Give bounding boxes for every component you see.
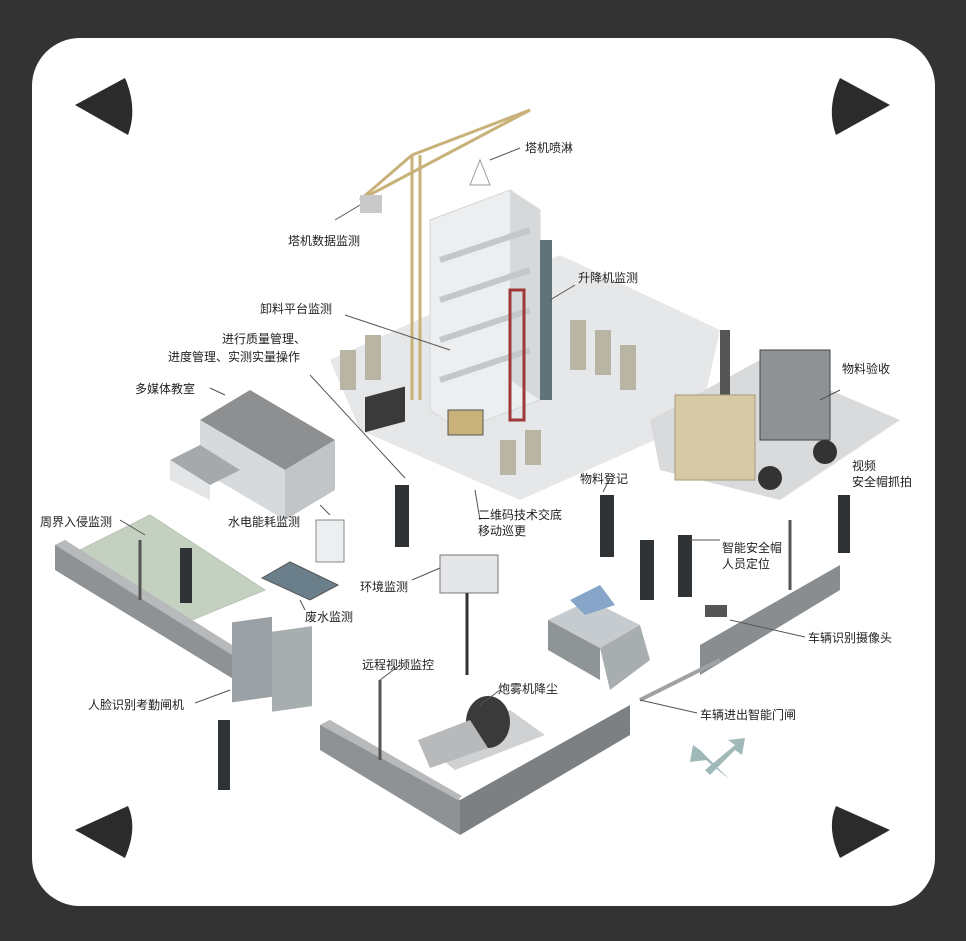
leader-lines: [119, 147, 841, 714]
wastewater-pool: [260, 561, 340, 601]
label-vehicle-camera: 车辆识别摄像头: [808, 631, 893, 645]
elevator-rail: [540, 240, 552, 400]
corner-mark-top-right: [831, 78, 890, 135]
label-material-accept: 物料验收: [842, 362, 891, 376]
site-columns: [340, 320, 636, 475]
workers: [180, 485, 850, 790]
label-helmet-line1: 智能安全帽: [722, 541, 783, 555]
label-media-room: 多媒体教室: [135, 382, 196, 396]
entry-arrow: [705, 738, 745, 775]
label-quality-line1: 进行质量管理、: [222, 332, 307, 346]
label-perimeter: 周界入侵监测: [40, 515, 113, 529]
perimeter-wall-bottom: [320, 720, 460, 835]
perimeter-wall-bottom-right: [460, 705, 630, 835]
label-material-register: 物料登记: [580, 472, 629, 486]
perimeter-wall-left: [55, 540, 235, 680]
fog-cannon: [418, 696, 545, 770]
exit-arrow: [690, 745, 730, 780]
environment-board: [439, 554, 499, 594]
building-frame: [429, 189, 541, 431]
crane-counterweight: [360, 195, 382, 213]
corner-mark-bottom-right: [831, 806, 890, 858]
label-qr-line2: 移动巡更: [478, 524, 527, 538]
face-gates: [232, 616, 312, 712]
label-elevator: 升降机监测: [578, 271, 639, 285]
construction-elevator: [508, 288, 526, 422]
perimeter-wall-left-top: [55, 540, 240, 655]
bulldozer: [447, 409, 484, 436]
multimedia-classroom: [170, 390, 335, 520]
label-video-line2: 安全帽抓拍: [852, 475, 913, 489]
label-tower-spray: 塔机喷淋: [525, 141, 574, 155]
vehicle-barrier-arm: [639, 658, 721, 702]
crane-hook-load: [469, 158, 491, 186]
label-remote-video: 远程视频监控: [362, 658, 435, 672]
perimeter-wall-right: [700, 565, 840, 675]
label-fog-cannon: 炮雾机降尘: [498, 682, 559, 696]
vehicle-camera: [705, 605, 727, 617]
utility-box: [315, 519, 345, 563]
forklift: [720, 330, 837, 490]
label-quality-line2: 进度管理、实测实量操作: [168, 350, 301, 364]
label-water-power: 水电能耗监测: [228, 515, 301, 529]
label-face-gate: 人脸识别考勤闸机: [88, 698, 185, 712]
label-environment: 环境监测: [360, 580, 409, 594]
label-helmet-line2: 人员定位: [722, 557, 771, 571]
perimeter-wall-bottom-top: [320, 720, 462, 800]
material-pallets: [674, 394, 756, 481]
corner-mark-top-left: [75, 78, 133, 135]
dump-truck: [548, 585, 650, 690]
label-wastewater: 废水监测: [305, 610, 354, 624]
site-signboard: [365, 386, 405, 433]
corner-mark-bottom-left: [75, 806, 133, 858]
label-qr-line1: 二维码技术交底: [478, 508, 563, 522]
label-tower-data: 塔机数据监测: [288, 234, 361, 248]
label-video-line1: 视频: [852, 459, 877, 473]
tower-crane: [359, 108, 531, 400]
label-vehicle-gate: 车辆进出智能门闸: [700, 708, 797, 722]
label-unload-platform: 卸料平台监测: [260, 302, 333, 316]
